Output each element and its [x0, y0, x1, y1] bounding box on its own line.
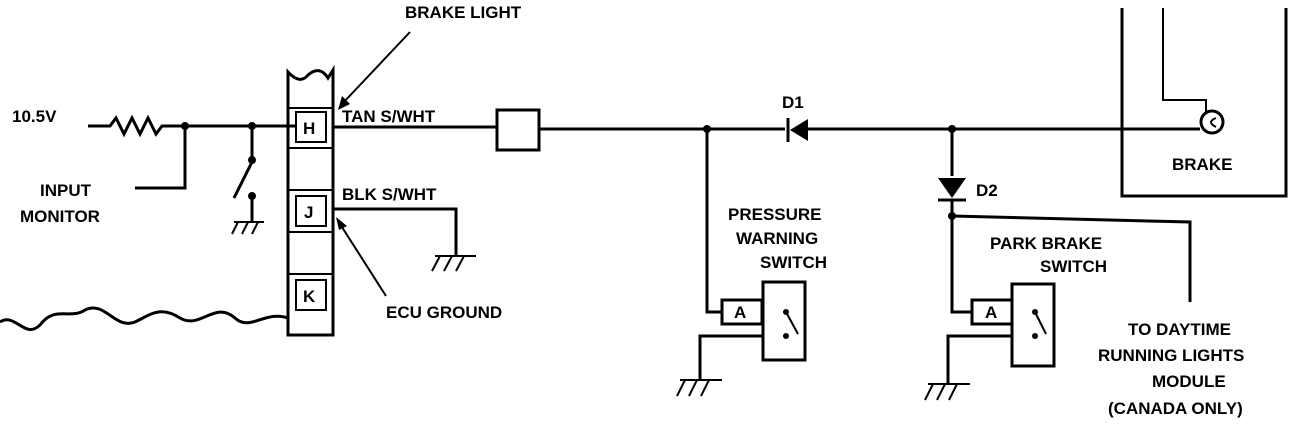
- arrow-head: [338, 96, 350, 110]
- d2-diode: [938, 178, 966, 198]
- pin-h-label: H: [303, 119, 315, 138]
- pressure-switch-label: WARNING: [736, 229, 818, 248]
- d2-label: D2: [976, 181, 998, 200]
- switch-contact: [248, 156, 256, 164]
- input-resistor: [88, 114, 296, 138]
- input-monitor-wire: [135, 126, 187, 190]
- pressure-switch-label: PRESSURE: [728, 205, 822, 224]
- switch-contact: [783, 333, 789, 339]
- pressure-switch-arm: [785, 311, 799, 335]
- park-switch-wire: [950, 216, 972, 314]
- arrow-head: [336, 217, 347, 230]
- brake-label: BRAKE: [1172, 155, 1232, 174]
- drl-wire: [951, 214, 1192, 302]
- drl-label: TO DAYTIME: [1128, 320, 1231, 339]
- internal-switch-arm: [232, 161, 254, 199]
- voltage-label: 10.5V: [12, 107, 57, 126]
- ecu-board-edge: [0, 306, 289, 331]
- park-switch-ground-wire: [946, 334, 1012, 384]
- pressure-switch-body: [761, 280, 807, 362]
- d1-diode: [790, 119, 808, 141]
- pin-j-label: J: [304, 203, 313, 222]
- pressure-switch-pin-label: A: [734, 303, 746, 322]
- pressure-switch-ground-wire: [698, 334, 763, 380]
- ecu-connector-body: [286, 64, 335, 337]
- pressure-switch-label: SWITCH: [760, 253, 827, 272]
- ecu-ground-label: ECU GROUND: [386, 303, 502, 322]
- drl-label: MODULE: [1152, 372, 1226, 391]
- ground-symbol: [231, 221, 264, 235]
- park-switch-label: SWITCH: [1040, 257, 1107, 276]
- inline-connector: [495, 108, 541, 152]
- park-switch-arm: [1034, 311, 1047, 335]
- ecu-ground-arrow: [339, 223, 387, 297]
- park-switch-pin-label: A: [985, 303, 997, 322]
- input-monitor-label: MONITOR: [20, 207, 100, 226]
- blk-wire: [333, 207, 458, 256]
- blk-wire-label: BLK S/WHT: [342, 185, 437, 204]
- pin-j-box: [295, 195, 327, 227]
- park-switch-body: [1010, 282, 1056, 368]
- ground-symbol: [676, 379, 722, 397]
- pin-k-label: K: [303, 287, 316, 306]
- brake-lamp-housing: [1120, 8, 1288, 198]
- brake-light-label: BRAKE LIGHT: [405, 3, 522, 22]
- brake-lamp-bulb: [1199, 109, 1225, 135]
- switch-contact: [1032, 333, 1038, 339]
- input-monitor-label: INPUT: [40, 181, 92, 200]
- ground-symbol: [924, 383, 970, 401]
- ground-symbol: [431, 255, 476, 272]
- park-switch-label: PARK BRAKE: [990, 234, 1102, 253]
- brake-light-arrow: [341, 31, 411, 105]
- tan-wire-label: TAN S/WHT: [342, 107, 436, 126]
- brake-lamp-wire: [1162, 8, 1207, 112]
- pin-k-box: [295, 279, 327, 311]
- drl-label: (CANADA ONLY): [1108, 399, 1243, 418]
- d1-label: D1: [782, 93, 804, 112]
- drl-label: RUNNING LIGHTS: [1098, 346, 1244, 365]
- pressure-switch-wire: [705, 129, 722, 314]
- bulb-filament: [1210, 117, 1217, 128]
